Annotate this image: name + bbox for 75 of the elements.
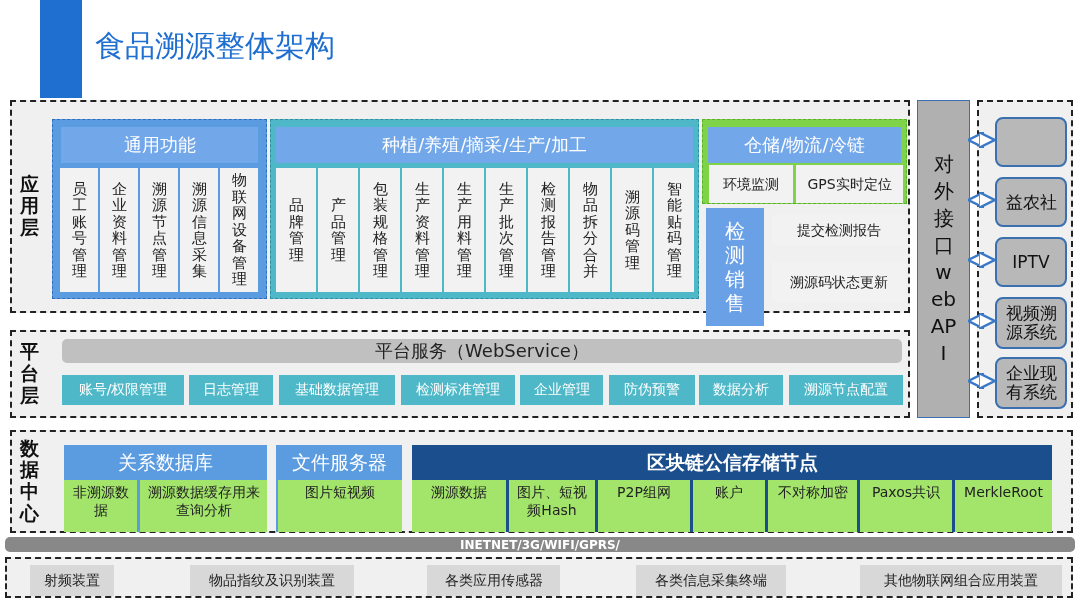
- storage-box: 非溯源数据: [64, 480, 137, 532]
- storage-box: 图片、短视频Hash: [509, 480, 595, 532]
- double-arrow: [967, 311, 996, 331]
- system-box: [995, 117, 1067, 167]
- function-box: 品牌管理: [276, 168, 316, 292]
- function-box: 溯源节点管理: [140, 168, 178, 292]
- device-box: 各类信息采集终端: [636, 565, 786, 596]
- panel: [270, 119, 699, 299]
- service-box: 企业管理: [520, 375, 603, 405]
- panel: [52, 119, 267, 299]
- panel-header: 通用功能: [61, 127, 258, 163]
- system-box: 企业现有系统: [995, 357, 1067, 409]
- panel: [702, 119, 907, 204]
- function-box: 生产用料管理: [444, 168, 484, 292]
- storage-box: 图片短视频: [278, 480, 402, 532]
- function-box: 检测销售: [706, 208, 764, 326]
- device-box: 射频装置: [30, 565, 114, 596]
- function-box: 产品管理: [318, 168, 358, 292]
- panel-header: 仓储/物流/冷链: [708, 127, 901, 163]
- panel-header: 文件服务器: [290, 450, 388, 475]
- panel-header: 区块链公信存储节点: [645, 450, 819, 475]
- storage-box: 溯源数据缓存用来查询分析: [140, 480, 267, 532]
- function-box: 物品拆分合并: [570, 168, 610, 292]
- storage-box: 不对称加密: [768, 480, 857, 532]
- network-bar: INETNET/3G/WIFI/GPRS/: [5, 537, 1075, 552]
- function-box: GPS实时定位: [796, 165, 903, 203]
- dashed-frame: [5, 557, 1073, 598]
- device-box: 各类应用传感器: [427, 565, 560, 596]
- storage-box: P2P组网: [598, 480, 690, 532]
- storage-box: Paxos共识: [860, 480, 952, 532]
- storage-box: 账户: [693, 480, 765, 532]
- system-box: 视频溯源系统: [995, 297, 1067, 349]
- panel-header: 种植/养殖/摘采/生产/加工: [276, 127, 693, 163]
- function-box: 检测报告管理: [528, 168, 568, 292]
- double-arrow: [967, 190, 996, 210]
- panel-header: 关系数据库: [117, 450, 214, 475]
- function-box: 生产批次管理: [486, 168, 526, 292]
- double-arrow: [967, 250, 996, 270]
- panel: [64, 445, 267, 532]
- service-box: 基础数据管理: [279, 375, 395, 405]
- panel: [276, 445, 402, 532]
- layer-frame: [10, 330, 910, 418]
- function-box: 溯源码管理: [612, 168, 652, 292]
- double-arrow: [967, 130, 996, 150]
- interface-box: 对外接口web API: [917, 100, 970, 418]
- service-box: 溯源节点配置: [789, 375, 903, 405]
- dashed-frame: [977, 100, 1073, 418]
- service-box: 账号/权限管理: [62, 375, 184, 405]
- function-box: 溯源信息采集: [180, 168, 218, 292]
- function-box: 智能贴码管理: [654, 168, 694, 292]
- service-box: 日志管理: [189, 375, 273, 405]
- system-box: IPTV: [995, 237, 1067, 287]
- function-box: 企业资料管理: [100, 168, 138, 292]
- function-box: 生产资料管理: [402, 168, 442, 292]
- device-box: 其他物联网组合应用装置: [860, 565, 1062, 596]
- system-box: 益农社: [995, 177, 1067, 227]
- service-box: 防伪预警: [609, 375, 695, 405]
- function-box: 员工账号管理: [60, 168, 98, 292]
- device-box: 物品指纹及识别装置: [190, 565, 354, 596]
- layer-label: 平台层: [18, 341, 40, 407]
- double-arrow: [967, 371, 996, 391]
- panel: [412, 445, 1052, 532]
- layer-label: 数据中心: [18, 437, 40, 526]
- layer-frame: [10, 430, 1073, 533]
- service-bar: 平台服务（WebService）: [62, 339, 902, 363]
- function-box: 环境监测: [709, 165, 793, 203]
- layer-frame: [10, 100, 910, 313]
- title: 食品溯源整体架构: [95, 27, 335, 65]
- service-box: 数据分析: [699, 375, 783, 405]
- layer-label: 应用层: [18, 173, 40, 240]
- function-box: 包装规格管理: [360, 168, 400, 292]
- storage-box: MerkleRoot: [955, 480, 1052, 532]
- function-box: 物联网设备管理: [220, 168, 258, 292]
- storage-box: 溯源数据: [412, 480, 506, 532]
- service-box: 检测标准管理: [401, 375, 515, 405]
